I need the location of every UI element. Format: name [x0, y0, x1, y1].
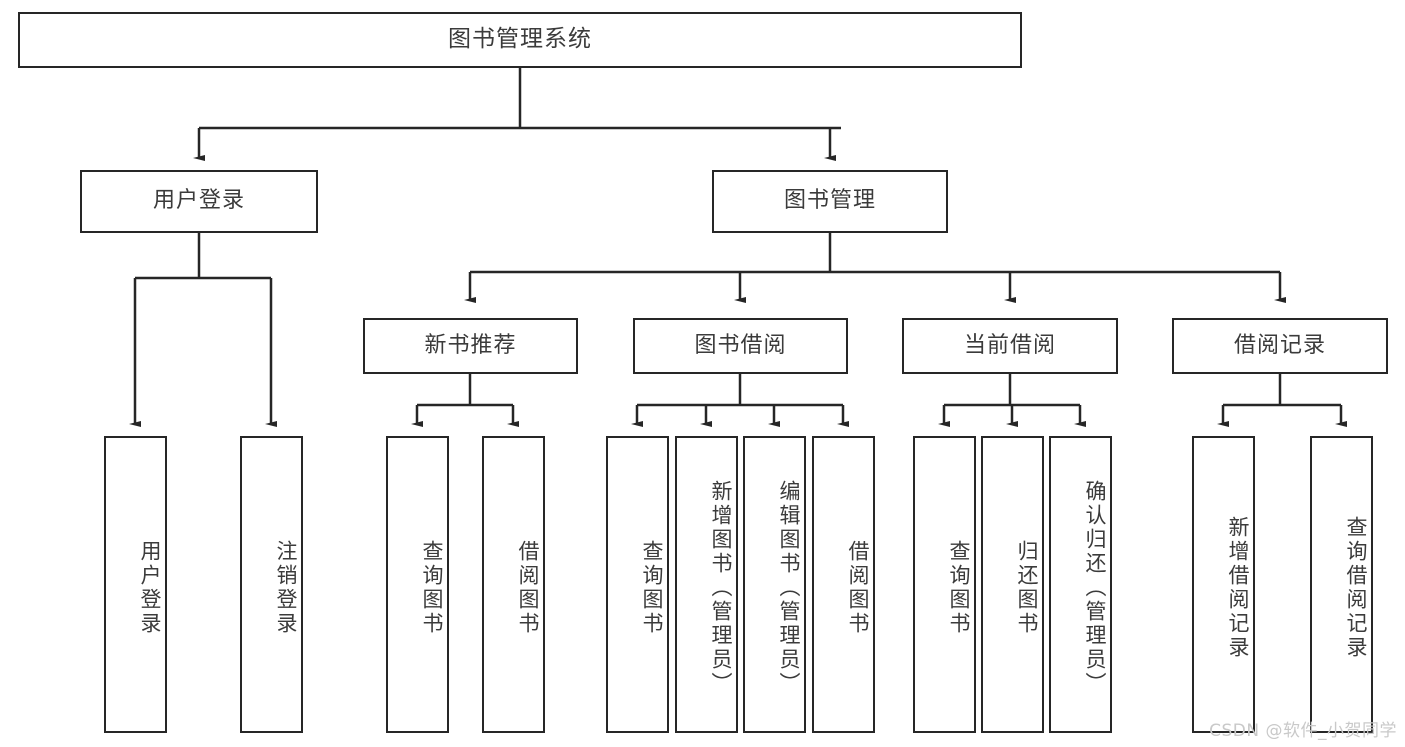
leaf-borrow-borrow-book[interactable]: 借阅图书 — [812, 436, 875, 733]
leaf-current-confirm-return[interactable]: 确认归还（管理员） — [1049, 436, 1112, 733]
leaf-user-login[interactable]: 用户登录 — [104, 436, 167, 733]
leaf-borrow-query-book[interactable]: 查询图书 — [606, 436, 669, 733]
node-borrow-record-label: 借阅记录 — [1233, 332, 1326, 358]
node-current-borrow[interactable]: 当前借阅 — [902, 318, 1118, 374]
leaf-current-return-book-label: 归还图书 — [1015, 539, 1039, 636]
leaf-recommend-borrow-book[interactable]: 借阅图书 — [482, 436, 545, 733]
leaf-logout-label: 注销登录 — [274, 539, 298, 636]
node-user-login[interactable]: 用户登录 — [80, 170, 318, 233]
leaf-borrow-edit-book-label: 编辑图书（管理员） — [777, 479, 801, 696]
leaf-current-return-book[interactable]: 归还图书 — [981, 436, 1044, 733]
leaf-borrow-query-book-label: 查询图书 — [640, 539, 664, 636]
leaf-current-query-book-label: 查询图书 — [947, 539, 971, 636]
node-user-login-label: 用户登录 — [152, 188, 245, 214]
leaf-user-login-label: 用户登录 — [138, 539, 162, 636]
leaf-recommend-borrow-book-label: 借阅图书 — [516, 539, 540, 636]
leaf-logout[interactable]: 注销登录 — [240, 436, 303, 733]
watermark: CSDN @软件_小贺同学 — [1209, 721, 1397, 741]
leaf-recommend-query-book-label: 查询图书 — [420, 539, 444, 636]
leaf-record-add[interactable]: 新增借阅记录 — [1192, 436, 1255, 733]
leaf-record-query[interactable]: 查询借阅记录 — [1310, 436, 1373, 733]
leaf-recommend-query-book[interactable]: 查询图书 — [386, 436, 449, 733]
node-borrow-record[interactable]: 借阅记录 — [1172, 318, 1388, 374]
leaf-borrow-edit-book[interactable]: 编辑图书（管理员） — [743, 436, 806, 733]
leaf-borrow-borrow-book-label: 借阅图书 — [846, 539, 870, 636]
node-book-borrow-label: 图书借阅 — [694, 332, 787, 358]
node-root-label: 图书管理系统 — [448, 26, 592, 53]
leaf-current-confirm-return-label: 确认归还（管理员） — [1083, 479, 1107, 696]
node-new-book-recommend-label: 新书推荐 — [424, 332, 517, 358]
leaf-record-query-label: 查询借阅记录 — [1344, 515, 1368, 660]
node-current-borrow-label: 当前借阅 — [963, 332, 1056, 358]
leaf-borrow-add-book[interactable]: 新增图书（管理员） — [675, 436, 738, 733]
leaf-record-add-label: 新增借阅记录 — [1226, 515, 1250, 660]
node-book-manage[interactable]: 图书管理 — [712, 170, 948, 233]
node-book-manage-label: 图书管理 — [783, 188, 876, 214]
node-new-book-recommend[interactable]: 新书推荐 — [363, 318, 578, 374]
leaf-borrow-add-book-label: 新增图书（管理员） — [709, 479, 733, 696]
node-book-borrow[interactable]: 图书借阅 — [633, 318, 848, 374]
node-root-book-management-system[interactable]: 图书管理系统 — [18, 12, 1022, 68]
leaf-current-query-book[interactable]: 查询图书 — [913, 436, 976, 733]
